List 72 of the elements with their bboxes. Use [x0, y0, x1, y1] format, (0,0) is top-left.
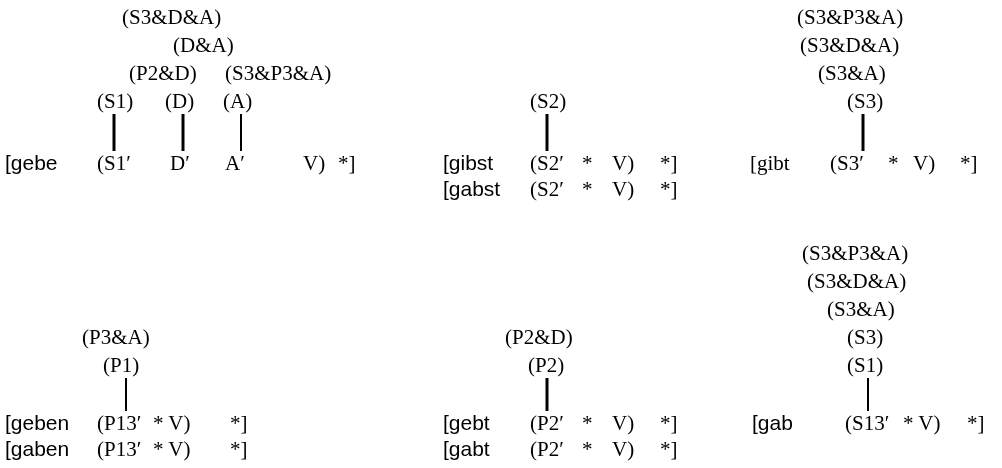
feature-label: (S13′ — [845, 412, 890, 434]
word-form: [gebe — [5, 152, 58, 174]
feature-label: D′ — [170, 152, 190, 174]
feature-label: * — [888, 152, 899, 174]
feature-label: (S1) — [97, 90, 134, 112]
feature-label: V) — [303, 152, 326, 174]
link-line — [112, 114, 116, 151]
feature-label: (S1) — [847, 354, 884, 376]
feature-label: (D) — [165, 90, 195, 112]
feature-label: (A) — [223, 90, 253, 112]
feature-label: * V) — [153, 412, 191, 434]
feature-label: (S3&D&A) — [122, 6, 222, 28]
feature-label: (P2′ — [530, 412, 564, 434]
feature-label: (S3&A) — [827, 298, 895, 320]
feature-label: (S2′ — [530, 152, 564, 174]
feature-label: A′ — [225, 152, 245, 174]
feature-label: (P2) — [528, 354, 565, 376]
feature-label: (S2′ — [530, 178, 564, 200]
link-line — [181, 114, 185, 151]
feature-label: *] — [960, 152, 978, 174]
word-form: [gaben — [5, 438, 70, 460]
feature-label: (P2′ — [530, 438, 564, 460]
feature-label: * — [582, 412, 593, 434]
feature-label: (S3&A) — [818, 62, 886, 84]
feature-label: *] — [967, 412, 985, 434]
word-form: [gabst — [443, 178, 501, 200]
feature-label: (S3) — [847, 326, 884, 348]
feature-label: *] — [230, 412, 248, 434]
feature-label: (P13′ — [97, 438, 142, 460]
feature-label: *] — [338, 152, 356, 174]
link-line — [545, 114, 549, 151]
link-line — [240, 113, 242, 152]
word-form: [geben — [5, 412, 70, 434]
feature-label: (P3&A) — [82, 326, 150, 348]
feature-label: (S2) — [530, 90, 567, 112]
feature-label: V) — [913, 152, 936, 174]
word-form: [gibst — [443, 152, 494, 174]
feature-label: * V) — [903, 412, 941, 434]
feature-label: (P13′ — [97, 412, 142, 434]
feature-label: *] — [230, 438, 248, 460]
feature-label: V) — [612, 178, 635, 200]
feature-label: (S3′ — [830, 152, 864, 174]
feature-label: *] — [660, 412, 678, 434]
feature-label: (D&A) — [173, 34, 234, 56]
feature-label: V) — [612, 152, 635, 174]
feature-label: V) — [612, 412, 635, 434]
feature-label: (S3&P3&A) — [802, 242, 909, 264]
feature-label: (S3&D&A) — [800, 34, 900, 56]
feature-label: (S3&D&A) — [807, 270, 907, 292]
feature-label: * — [582, 178, 593, 200]
feature-label: (P1) — [103, 354, 140, 376]
feature-label: * — [582, 438, 593, 460]
link-line — [861, 114, 865, 151]
feature-label: * — [582, 152, 593, 174]
link-line — [125, 377, 127, 412]
link-line — [545, 378, 549, 411]
link-line — [867, 377, 869, 412]
feature-label: *] — [660, 152, 678, 174]
feature-label: (S3&P3&A) — [225, 62, 332, 84]
feature-label: *] — [660, 178, 678, 200]
word-form: [gibt — [750, 152, 790, 174]
word-form: [gebt — [443, 412, 490, 434]
word-form: [gab — [752, 412, 793, 434]
feature-label: * V) — [153, 438, 191, 460]
feature-label: (S3) — [847, 90, 884, 112]
feature-label: (P2&D) — [129, 62, 197, 84]
feature-label: (S1′ — [97, 152, 131, 174]
word-form: [gabt — [443, 438, 490, 460]
feature-label: *] — [660, 438, 678, 460]
feature-label: (P2&D) — [505, 326, 573, 348]
feature-label: V) — [612, 438, 635, 460]
feature-label: (S3&P3&A) — [797, 6, 904, 28]
